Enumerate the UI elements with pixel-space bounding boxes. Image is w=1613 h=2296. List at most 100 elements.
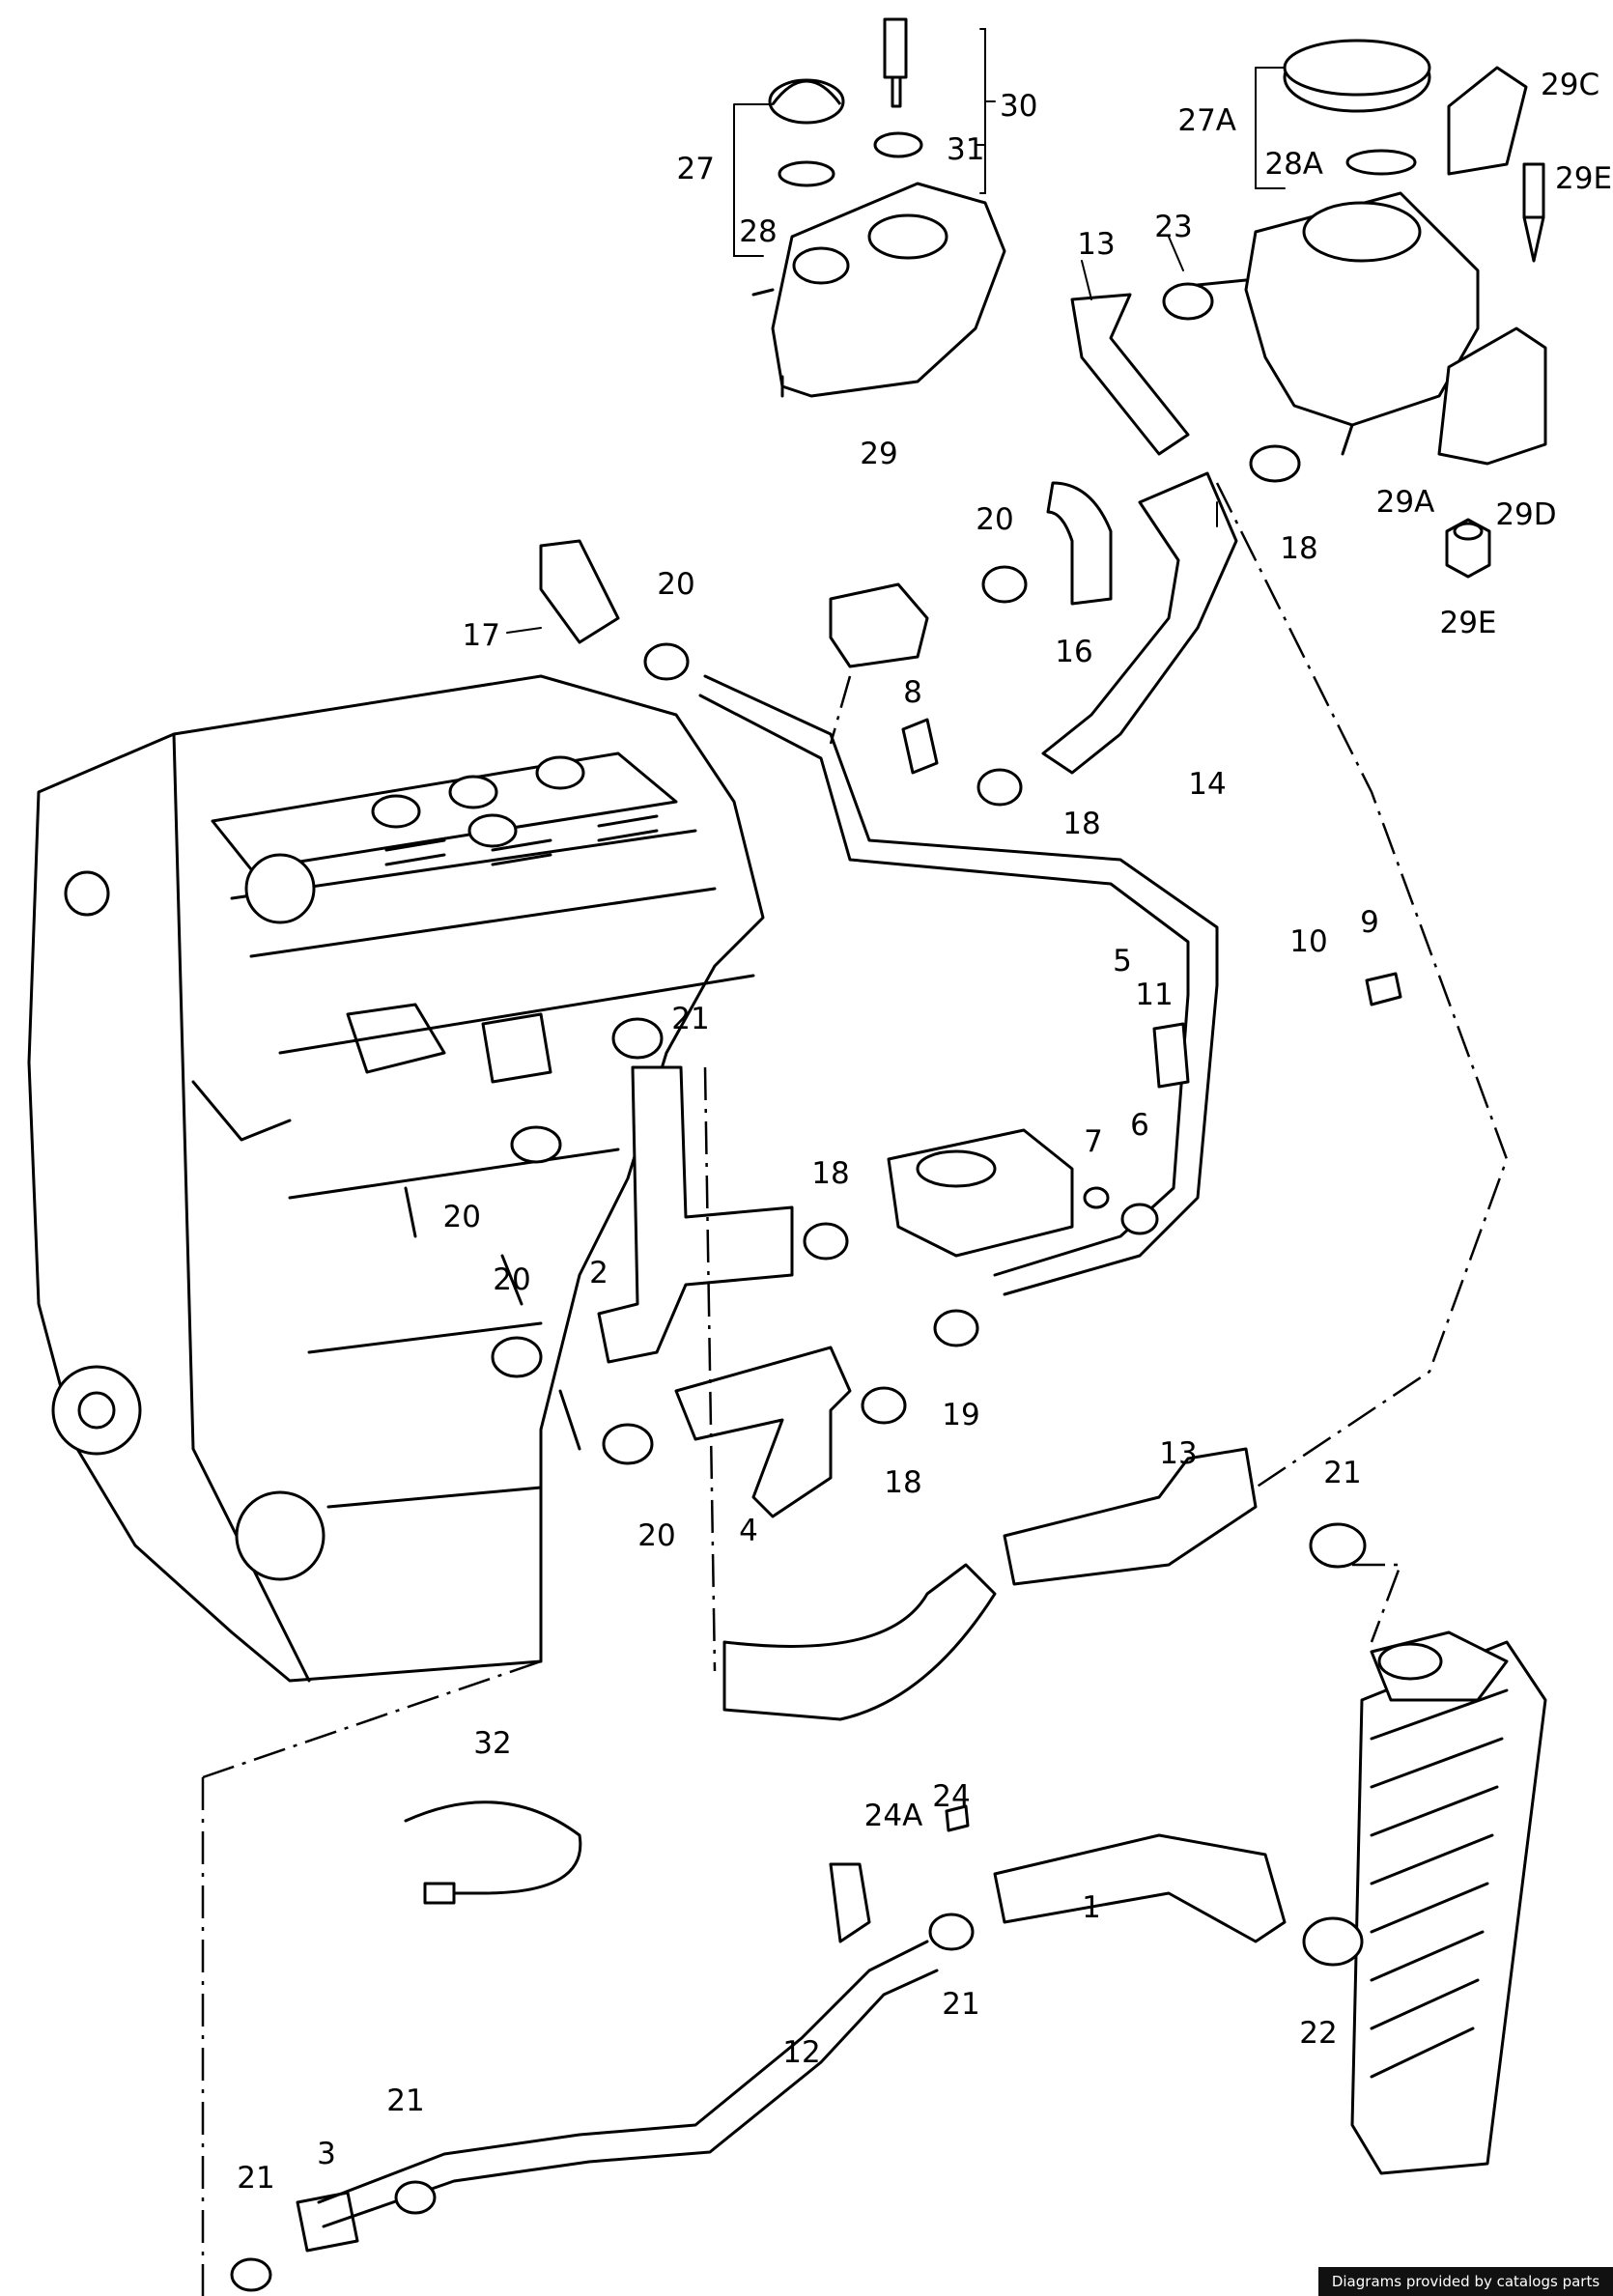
clamp-21 bbox=[611, 1017, 664, 1060]
hose-13-lower bbox=[1003, 1447, 1258, 1586]
label-24A: 24A bbox=[864, 1799, 923, 1833]
hose-13-upper bbox=[1070, 293, 1190, 456]
clamp-21 bbox=[230, 2257, 272, 2292]
expansion-tank-right bbox=[1196, 191, 1480, 456]
sensor-30 bbox=[883, 17, 908, 108]
assembly-line bbox=[202, 1659, 542, 1779]
seal-31 bbox=[873, 131, 923, 158]
label-20-mid: 20 bbox=[443, 1200, 481, 1234]
clamp-20 bbox=[510, 1125, 562, 1164]
bracket-12 bbox=[829, 1862, 871, 1943]
label-18-lower: 18 bbox=[884, 1465, 921, 1500]
label-24: 24 bbox=[932, 1779, 970, 1814]
hose-2 bbox=[597, 1065, 794, 1364]
label-23: 23 bbox=[1154, 210, 1192, 244]
vw-logo bbox=[64, 870, 110, 917]
hose-14 bbox=[1041, 471, 1238, 775]
label-20-water: 20 bbox=[493, 1262, 530, 1297]
label-13-upper: 13 bbox=[1077, 227, 1115, 262]
label-14: 14 bbox=[1188, 767, 1226, 802]
clamp-20 bbox=[602, 1423, 654, 1465]
label-18-mid: 18 bbox=[1062, 807, 1100, 841]
clamp-20 bbox=[981, 565, 1028, 604]
label-20-left: 20 bbox=[657, 567, 694, 602]
pipe-12 bbox=[317, 1940, 929, 2204]
label-21-engine: 21 bbox=[671, 1002, 709, 1036]
label-29E-nut: 29E bbox=[1439, 606, 1496, 640]
bracket-29D bbox=[1437, 326, 1547, 466]
hose-clamp-32 bbox=[404, 1800, 582, 1905]
bracket-11 bbox=[1152, 1022, 1190, 1089]
clamp-23 bbox=[1162, 282, 1214, 321]
expansion-cap-27A bbox=[1283, 39, 1431, 113]
label-2: 2 bbox=[589, 1256, 608, 1290]
label-21-bottom: 21 bbox=[237, 2161, 274, 2196]
label-28: 28 bbox=[739, 214, 777, 249]
label-21-hose1: 21 bbox=[942, 1987, 979, 2022]
hose-17 bbox=[539, 539, 620, 644]
flange-16 bbox=[829, 582, 929, 668]
label-4: 4 bbox=[739, 1514, 758, 1548]
label-31: 31 bbox=[947, 132, 984, 167]
filler-neck bbox=[792, 246, 850, 285]
oil-cooler-housing bbox=[887, 1128, 1074, 1258]
label-20-lower: 20 bbox=[637, 1518, 675, 1553]
label-7: 7 bbox=[1084, 1124, 1103, 1159]
label-3: 3 bbox=[317, 2137, 336, 2171]
clamp-18 bbox=[1249, 444, 1301, 483]
clamp-22 bbox=[1302, 1916, 1364, 1967]
label-20-top: 20 bbox=[976, 502, 1013, 537]
expansion-tank-left bbox=[751, 182, 1006, 398]
label-29E-bolt: 29E bbox=[1555, 161, 1612, 196]
label-29A: 29A bbox=[1376, 485, 1435, 520]
o-ring-7 bbox=[1083, 1186, 1110, 1209]
water-pump bbox=[235, 1490, 325, 1581]
bolt-24 bbox=[945, 1804, 970, 1832]
label-18-cooler: 18 bbox=[811, 1156, 849, 1191]
label-11: 11 bbox=[1135, 978, 1173, 1012]
label-9: 9 bbox=[1360, 905, 1379, 940]
hose-3 bbox=[296, 2191, 359, 2253]
label-12: 12 bbox=[782, 2035, 820, 2070]
label-19: 19 bbox=[942, 1398, 979, 1432]
hose-4 bbox=[674, 1346, 852, 1518]
clamp-18 bbox=[976, 768, 1023, 807]
engine-block bbox=[27, 674, 765, 1683]
clamp-20 bbox=[491, 1336, 543, 1378]
hose-16 bbox=[1046, 481, 1113, 606]
label-22: 22 bbox=[1299, 2016, 1337, 2051]
label-27A: 27A bbox=[1177, 103, 1236, 138]
gasket-6 bbox=[1120, 1203, 1159, 1235]
nut-29E bbox=[1445, 518, 1491, 579]
oil-filler-cap bbox=[244, 853, 316, 924]
hose-lower-return bbox=[722, 1563, 997, 1721]
label-5: 5 bbox=[1113, 944, 1132, 978]
radiator bbox=[1350, 1630, 1547, 2175]
label-21-right: 21 bbox=[1323, 1456, 1361, 1490]
clamp-18 bbox=[861, 1386, 907, 1425]
label-21-pipe: 21 bbox=[386, 2083, 424, 2118]
label-29C: 29C bbox=[1541, 68, 1599, 102]
credit-banner: Diagrams provided by catalogs parts bbox=[1318, 2267, 1613, 2296]
bolt-29E bbox=[1522, 162, 1545, 263]
clamp-21 bbox=[1309, 1522, 1367, 1569]
label-28A: 28A bbox=[1264, 147, 1323, 182]
nut-8 bbox=[901, 718, 939, 775]
label-29: 29 bbox=[860, 437, 897, 471]
clamp-19 bbox=[933, 1309, 979, 1347]
label-6: 6 bbox=[1130, 1108, 1149, 1143]
label-18-top: 18 bbox=[1280, 531, 1317, 566]
label-8: 8 bbox=[903, 675, 922, 710]
expansion-cap-27 bbox=[768, 78, 845, 125]
clamp-20 bbox=[643, 642, 690, 681]
thermostat-housing bbox=[481, 1012, 552, 1084]
seal-28 bbox=[778, 160, 835, 187]
label-27: 27 bbox=[677, 152, 715, 186]
label-16: 16 bbox=[1055, 635, 1092, 669]
clamp-21 bbox=[394, 2180, 437, 2215]
label-32: 32 bbox=[473, 1726, 511, 1761]
label-29D: 29D bbox=[1495, 497, 1556, 532]
part-labels: 1 2 3 4 5 6 7 8 9 10 11 12 13 13 14 16 1… bbox=[237, 68, 1612, 2196]
label-10: 10 bbox=[1289, 924, 1327, 959]
